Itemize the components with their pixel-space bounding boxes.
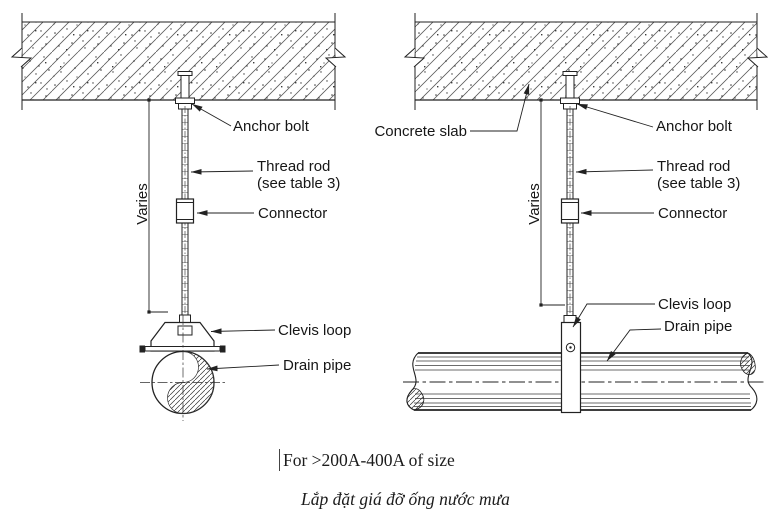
- caption-title-vietnamese: Lắp đặt giá đỡ ống nước mưa: [300, 489, 510, 509]
- right-anchor-bolt-label: Anchor bolt: [656, 118, 733, 135]
- right-connector-label: Connector: [658, 205, 727, 222]
- right-connector: [560, 198, 580, 224]
- caption-size-note: For >200A-400A of size: [283, 450, 455, 470]
- break-symbol: [746, 47, 768, 68]
- left-varies-dimension: Varies: [134, 98, 168, 314]
- left-drain-pipe-label: Drain pipe: [283, 357, 351, 374]
- right-clevis-loop-label: Clevis loop: [658, 296, 731, 313]
- left-clevis-loop-label: Clevis loop: [278, 322, 351, 339]
- right-thread-rod-note: (see table 3): [657, 175, 740, 192]
- pipe-break-hatch: [406, 388, 425, 411]
- left-anchor-bolt-label: Anchor bolt: [233, 118, 310, 135]
- left-varies-label: Varies: [134, 183, 151, 224]
- break-symbol: [10, 47, 33, 68]
- break-symbol: [324, 47, 347, 68]
- pipe-section-hatch: [167, 351, 215, 414]
- left-annotations: Anchor bolt Thread rod (see table 3) Con…: [190, 103, 351, 374]
- right-hanger-view: Varies: [374, 13, 768, 414]
- left-connector: [175, 198, 195, 224]
- left-thread-rod-label: Thread rod: [257, 158, 330, 175]
- right-clevis-loop: [560, 315, 582, 414]
- right-concrete-slab-label: Concrete slab: [374, 123, 467, 140]
- left-concrete-slab: [10, 13, 347, 110]
- right-thread-rod-label: Thread rod: [657, 158, 730, 175]
- right-varies-label: Varies: [526, 183, 543, 224]
- figure-caption: For >200A-400A of size Lắp đặt giá đỡ ốn…: [279, 449, 510, 509]
- right-drain-pipe-label: Drain pipe: [664, 318, 732, 335]
- break-symbol: [403, 47, 426, 68]
- right-varies-dimension: Varies: [526, 98, 565, 307]
- right-concrete-slab: [403, 13, 768, 110]
- left-thread-rod-note: (see table 3): [257, 175, 340, 192]
- right-drain-pipe: [403, 352, 764, 411]
- left-hanger-view: Varies Anchor bolt Thread rod (see table…: [10, 13, 351, 421]
- pipe-break-hatch: [740, 352, 756, 375]
- left-clevis-hanger: [139, 314, 226, 421]
- left-connector-label: Connector: [258, 205, 327, 222]
- right-annotations: Concrete slab Anchor bolt Thread rod (se…: [374, 83, 740, 362]
